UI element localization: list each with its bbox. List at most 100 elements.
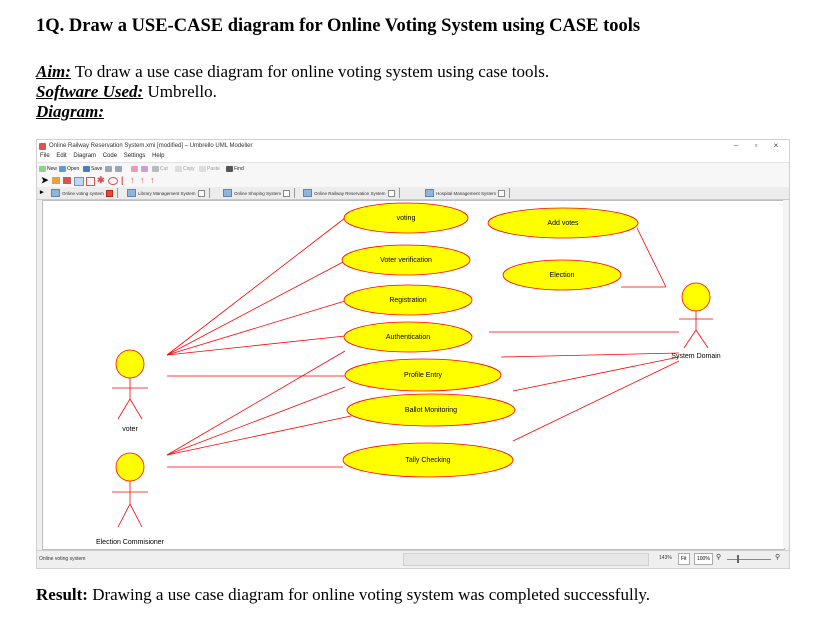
assoc-voter-voting[interactable] — [166, 217, 346, 356]
use-case-authentication[interactable]: Authentication — [343, 321, 473, 353]
diagram-icon — [127, 189, 136, 197]
menu-settings[interactable]: Settings — [123, 153, 146, 159]
cut-icon — [152, 166, 159, 172]
menu-file[interactable]: File — [40, 153, 50, 159]
generalization-icon[interactable]: ↑ — [130, 175, 135, 185]
diagram-icon — [425, 189, 434, 197]
document-title: 1Q. Draw a USE-CASE diagram for Online V… — [36, 16, 641, 36]
diagram-icon — [51, 189, 60, 197]
actor-icon[interactable]: ✱ — [97, 175, 105, 185]
zoom-out-icon[interactable]: ⚲ — [716, 554, 722, 561]
use-case-voting[interactable]: voting — [343, 202, 469, 234]
copy-button[interactable]: Copy — [175, 165, 195, 173]
use-case-election-label: Election — [550, 272, 575, 279]
actor-voter[interactable]: voter — [112, 349, 148, 433]
assoc-voter-registration[interactable] — [166, 300, 346, 356]
tab-online-voting-system[interactable]: Online voting system — [51, 188, 118, 198]
use-case-add-votes[interactable]: Add votes — [487, 207, 639, 239]
save-button[interactable]: Save — [83, 165, 102, 173]
diagram-icon — [223, 189, 232, 197]
cut-button[interactable]: Cut — [152, 165, 168, 173]
package-icon[interactable] — [52, 177, 60, 184]
use-case-icon[interactable] — [108, 177, 118, 185]
close-button[interactable]: × — [773, 141, 779, 150]
zoom-level: 143% — [659, 555, 672, 561]
directed-association-icon[interactable]: ↑ — [150, 175, 155, 185]
assoc-commissioner-profile[interactable] — [166, 386, 346, 456]
zoom-slider-handle[interactable] — [737, 555, 739, 563]
use-case-ballot-monitoring[interactable]: Ballot Monitoring — [346, 393, 516, 427]
paste-button[interactable]: Paste — [199, 165, 220, 173]
tab-library-management-system[interactable]: Library Management System — [127, 188, 210, 198]
component-icon[interactable] — [63, 177, 71, 184]
actor-system-domain-label: System Domain — [671, 353, 721, 360]
diagram-toolbar: ➤ ✱ | ↑ ↑ ↑ — [37, 174, 789, 187]
software-text: Umbrello. — [143, 82, 217, 101]
select-arrow-icon[interactable]: ➤ — [41, 175, 49, 185]
zoom-fit-button[interactable]: Fit — [678, 553, 690, 565]
maximize-button[interactable]: ▫ — [754, 141, 758, 150]
note-icon[interactable] — [74, 177, 84, 186]
paste-icon — [199, 166, 206, 172]
assoc-domain-add-votes[interactable] — [636, 227, 667, 288]
diagram-icon — [303, 189, 312, 197]
tab-close-icon[interactable] — [197, 189, 205, 197]
find-button[interactable]: Find — [226, 165, 244, 173]
association-lines — [166, 217, 680, 468]
assoc-voter-verification[interactable] — [166, 260, 346, 356]
copy-icon — [175, 166, 182, 172]
tab-close-icon[interactable] — [387, 189, 395, 197]
redo-icon — [115, 166, 122, 172]
tab-close-icon[interactable] — [283, 189, 291, 197]
tab-online-railway-reservation-system[interactable]: Online Railway Reservation System — [303, 188, 400, 198]
vertical-scrollbar[interactable] — [783, 200, 788, 548]
use-case-tally-checking[interactable]: Tally Checking — [342, 442, 514, 478]
menu-code[interactable]: Code — [102, 153, 118, 159]
zoom-in-icon[interactable]: ⚲ — [775, 554, 781, 561]
use-case-voter-verification[interactable]: Voter verification — [341, 244, 471, 276]
assoc-domain-profile[interactable] — [500, 352, 680, 358]
result-line: Result: Drawing a use case diagram for o… — [36, 585, 650, 605]
diagram-canvas[interactable]: voting Voter verification Registration A… — [42, 200, 785, 550]
menu-edit[interactable]: Edit — [56, 153, 67, 159]
open-button[interactable]: Open — [59, 165, 79, 173]
status-bar: Online voting system 143% Fit 100% ⚲ ⚲ — [37, 550, 789, 567]
new-button[interactable]: New — [39, 165, 57, 173]
use-case-registration-label: Registration — [389, 297, 426, 304]
actor-system-domain[interactable]: System Domain — [671, 282, 721, 360]
find-icon — [226, 166, 233, 172]
assoc-voter-authentication[interactable] — [166, 335, 346, 356]
use-case-profile-entry[interactable]: Profile Entry — [344, 358, 502, 392]
result-text: Drawing a use case diagram for online vo… — [87, 585, 651, 604]
new-icon — [39, 166, 46, 172]
tab-close-icon[interactable] — [105, 189, 113, 197]
assoc-commissioner-ballot[interactable] — [166, 415, 352, 456]
actor-election-commissioner[interactable]: Election Commisioner — [96, 452, 165, 546]
menu-help[interactable]: Help — [152, 153, 165, 159]
use-case-profile-entry-label: Profile Entry — [404, 372, 443, 379]
tab-close-icon[interactable] — [498, 189, 506, 197]
new-tab-icon[interactable]: ▸ — [40, 189, 44, 196]
undo-button[interactable] — [105, 165, 112, 173]
use-case-election[interactable]: Election — [502, 259, 622, 291]
box-icon[interactable] — [86, 177, 95, 186]
assoc-domain-ballot[interactable] — [512, 356, 680, 392]
zoom-100-button[interactable]: 100% — [694, 553, 713, 565]
redo-button[interactable] — [115, 165, 122, 173]
use-case-authentication-label: Authentication — [386, 334, 430, 341]
menu-diagram[interactable]: Diagram — [73, 153, 97, 159]
print-button[interactable] — [131, 165, 138, 173]
tab-hospital-management-system[interactable]: Hospital Management System — [425, 188, 511, 198]
status-text: Online voting system — [39, 556, 86, 562]
tab-online-shoping-system[interactable]: Online Shoping System — [223, 188, 296, 198]
edit-button[interactable] — [141, 165, 148, 173]
assoc-commissioner-authentication[interactable] — [166, 350, 346, 456]
minimize-button[interactable]: – — [733, 141, 739, 150]
use-case-registration[interactable]: Registration — [343, 284, 473, 316]
open-icon — [59, 166, 66, 172]
zoom-slider[interactable] — [727, 559, 771, 560]
dependency-icon[interactable]: ↑ — [140, 175, 145, 185]
assoc-domain-tally[interactable] — [512, 360, 680, 442]
aim-text: To draw a use case diagram for online vo… — [70, 62, 550, 81]
association-icon[interactable]: | — [121, 175, 124, 185]
